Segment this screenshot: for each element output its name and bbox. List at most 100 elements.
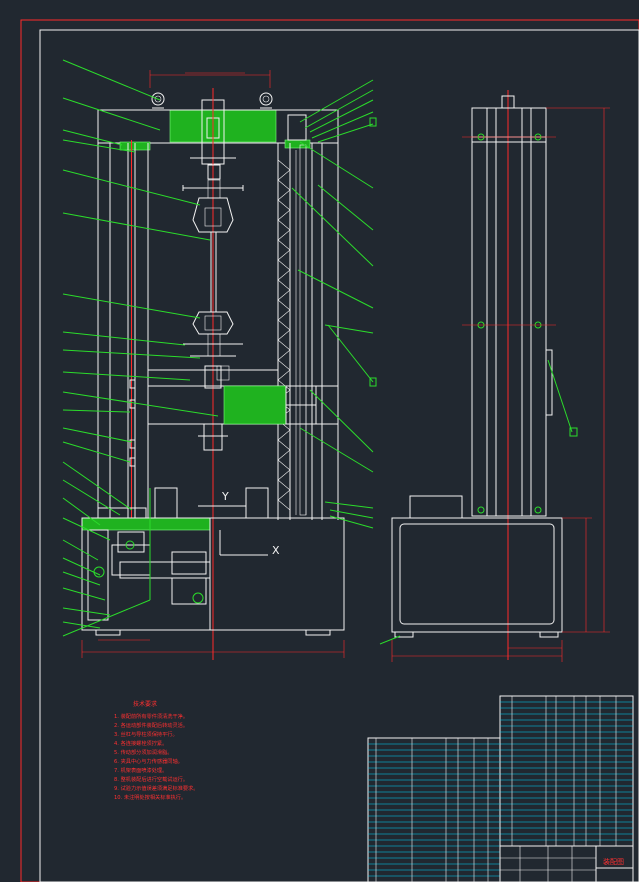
side-bolt bbox=[477, 506, 485, 514]
leader-line bbox=[324, 501, 374, 509]
screw-marker bbox=[129, 379, 136, 389]
crosshead-clamp bbox=[204, 365, 222, 389]
title-block bbox=[499, 845, 634, 882]
screw-marker bbox=[129, 399, 136, 409]
lifting-eye-left bbox=[151, 92, 165, 106]
lower-wedge-grip bbox=[192, 311, 234, 335]
leader-line bbox=[62, 129, 123, 146]
marker-upper: Y bbox=[221, 490, 229, 503]
note-item: 9. 试验力示值误差须满足标准要求。 bbox=[114, 784, 198, 792]
side-base bbox=[391, 517, 563, 633]
note-item: 3. 丝杠与导柱须保持平行。 bbox=[114, 730, 178, 738]
leader-line bbox=[304, 89, 374, 129]
note-item: 6. 夹具中心与力传感器同轴。 bbox=[114, 757, 183, 765]
crosshead-pin bbox=[216, 365, 230, 381]
pulley-box bbox=[171, 551, 207, 575]
note-item: 8. 整机装配后进行空载试运行。 bbox=[114, 775, 188, 783]
leader-line bbox=[62, 599, 151, 637]
side-bolt bbox=[534, 506, 542, 514]
leader-line bbox=[62, 587, 106, 601]
marker-lower: X bbox=[272, 544, 280, 557]
leader-line bbox=[309, 99, 374, 133]
leader-line bbox=[62, 427, 133, 443]
note-item: 2. 各运动部件装配后转动灵活。 bbox=[114, 721, 188, 729]
leader-line bbox=[62, 212, 211, 241]
support-bracket-left bbox=[154, 487, 178, 519]
front-view: Y X bbox=[81, 70, 345, 660]
lower-adapter bbox=[203, 423, 223, 451]
lifting-eye-right bbox=[259, 92, 273, 106]
leader-line bbox=[299, 79, 374, 123]
upper-grip-neck bbox=[207, 164, 221, 180]
gearbox-top bbox=[117, 531, 145, 553]
parts-table-rows bbox=[500, 696, 633, 846]
leader-line bbox=[62, 169, 201, 206]
leader-line bbox=[62, 349, 201, 359]
outer-border bbox=[20, 19, 639, 882]
drive-belt bbox=[119, 561, 211, 579]
leader-line bbox=[62, 497, 101, 526]
leader-line bbox=[62, 371, 191, 381]
leader-line bbox=[62, 331, 186, 346]
leader-line bbox=[309, 389, 374, 453]
screw-thread-right bbox=[277, 159, 291, 511]
leader-tag bbox=[369, 377, 377, 387]
inner-border bbox=[39, 29, 639, 882]
leader-line bbox=[62, 97, 161, 131]
upper-grip-holder bbox=[207, 179, 221, 199]
leader-line bbox=[311, 111, 374, 139]
lower-grip-holder bbox=[207, 333, 221, 357]
side-column-outline bbox=[471, 107, 547, 517]
lower-wedge-jaw bbox=[204, 315, 222, 331]
leader-line bbox=[299, 427, 374, 473]
leader-line bbox=[62, 479, 121, 516]
parts-table-rows bbox=[368, 738, 500, 882]
parts-list: 装配图 bbox=[367, 695, 634, 882]
leader-line bbox=[62, 391, 219, 417]
note-item: 5. 传动部分须加润滑脂。 bbox=[114, 748, 172, 756]
side-foot-left bbox=[394, 631, 414, 638]
parts-table-right bbox=[499, 695, 634, 847]
leader-line bbox=[291, 187, 374, 267]
leader-line bbox=[62, 293, 201, 319]
side-foot-right bbox=[539, 631, 559, 638]
leader-line bbox=[317, 123, 374, 143]
gear-mark bbox=[125, 540, 135, 550]
note-item: 4. 各连接螺栓须拧紧。 bbox=[114, 739, 167, 747]
leader-line bbox=[62, 621, 101, 629]
top-crosshead bbox=[169, 109, 277, 143]
screw-marker bbox=[129, 457, 136, 467]
foot-left bbox=[95, 629, 121, 636]
side-base-panel bbox=[399, 523, 555, 625]
foot-right bbox=[305, 629, 331, 636]
support-bracket-right bbox=[245, 487, 269, 519]
note-item: 1. 装配前所有零件须清洗干净。 bbox=[114, 712, 188, 720]
side-view bbox=[379, 90, 610, 662]
guide-rod-right bbox=[299, 144, 307, 516]
upper-wedge-jaw bbox=[204, 207, 222, 227]
motor-shaft-mark bbox=[192, 592, 204, 604]
notes-title: 技术要求 bbox=[133, 700, 157, 708]
side-top-box bbox=[409, 495, 463, 519]
lifting-eye-left-inner bbox=[154, 95, 162, 103]
screw-marker bbox=[129, 439, 136, 449]
leader-line bbox=[62, 607, 111, 616]
motor-housing bbox=[87, 529, 109, 621]
technical-notes: 技术要求 1. 装配前所有零件须清洗干净。 2. 各运动部件装配后转动灵活。 3… bbox=[114, 700, 198, 801]
title-block-title: 装配图 bbox=[603, 857, 624, 866]
leader-line bbox=[329, 515, 374, 529]
leader-line bbox=[62, 139, 136, 153]
leader-line bbox=[327, 324, 374, 383]
bearing-mark bbox=[93, 566, 105, 578]
leader-line bbox=[329, 509, 374, 519]
note-item: 7. 机架表面喷漆处理。 bbox=[114, 766, 167, 774]
base-bracket-left bbox=[97, 507, 147, 519]
leader-line bbox=[62, 441, 131, 463]
crosshead-hatched bbox=[223, 385, 287, 425]
leader-line bbox=[62, 571, 101, 586]
leader-line bbox=[379, 635, 401, 645]
upper-wedge-grip bbox=[192, 197, 234, 233]
leader-line bbox=[297, 269, 374, 309]
top-pulley-right bbox=[287, 114, 307, 141]
